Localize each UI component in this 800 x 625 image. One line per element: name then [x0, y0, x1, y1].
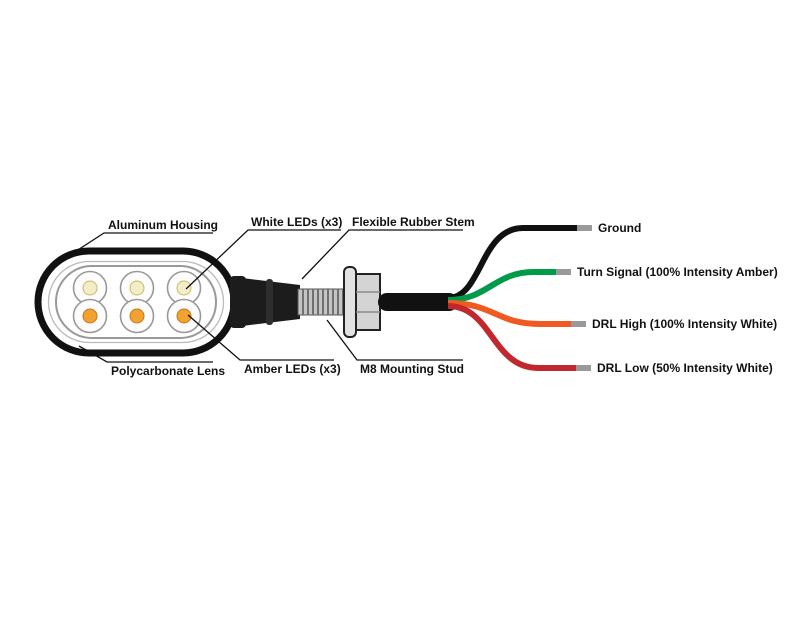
callout-aluminum-housing: Aluminum Housing: [69, 218, 218, 256]
cable-bundle: [378, 293, 458, 311]
wire-turn-signal: Turn Signal (100% Intensity Amber): [447, 265, 778, 303]
white-led-3: [166, 270, 202, 306]
label-flexible-rubber-stem: Flexible Rubber Stem: [352, 215, 475, 229]
housing-inner-line: [47, 260, 225, 344]
callout-flexible-rubber-stem: Flexible Rubber Stem: [301, 215, 475, 280]
wire-ground-label: Ground: [598, 221, 641, 235]
flexible-rubber-stem: [230, 276, 300, 328]
wire-turn-signal-label: Turn Signal (100% Intensity Amber): [577, 265, 778, 279]
amber-led-2: [119, 298, 155, 334]
wire-ground: Ground: [447, 221, 641, 301]
wire-drl-high: DRL High (100% Intensity White): [447, 300, 777, 331]
callout-amber-leds: Amber LEDs (x3): [187, 314, 341, 376]
callout-m8-mounting-stud: M8 Mounting Stud: [326, 319, 464, 376]
m8-mounting-stud: [297, 288, 349, 316]
callout-polycarbonate-lens: Polycarbonate Lens: [78, 345, 225, 378]
label-polycarbonate-lens: Polycarbonate Lens: [111, 364, 225, 378]
led-array: [72, 270, 202, 334]
label-aluminum-housing: Aluminum Housing: [108, 218, 218, 232]
amber-led-3: [166, 298, 202, 334]
amber-led-1: [72, 298, 108, 334]
wire-drl-high-label: DRL High (100% Intensity White): [592, 317, 777, 331]
label-white-leds: White LEDs (x3): [251, 215, 342, 229]
callout-white-leds: White LEDs (x3): [185, 215, 342, 290]
label-amber-leds: Amber LEDs (x3): [244, 362, 341, 376]
label-m8-mounting-stud: M8 Mounting Stud: [360, 362, 464, 376]
flange-nut: [343, 266, 381, 338]
wire-drl-low-label: DRL Low (50% Intensity White): [597, 361, 773, 375]
wire-drl-low: DRL Low (50% Intensity White): [447, 303, 773, 375]
